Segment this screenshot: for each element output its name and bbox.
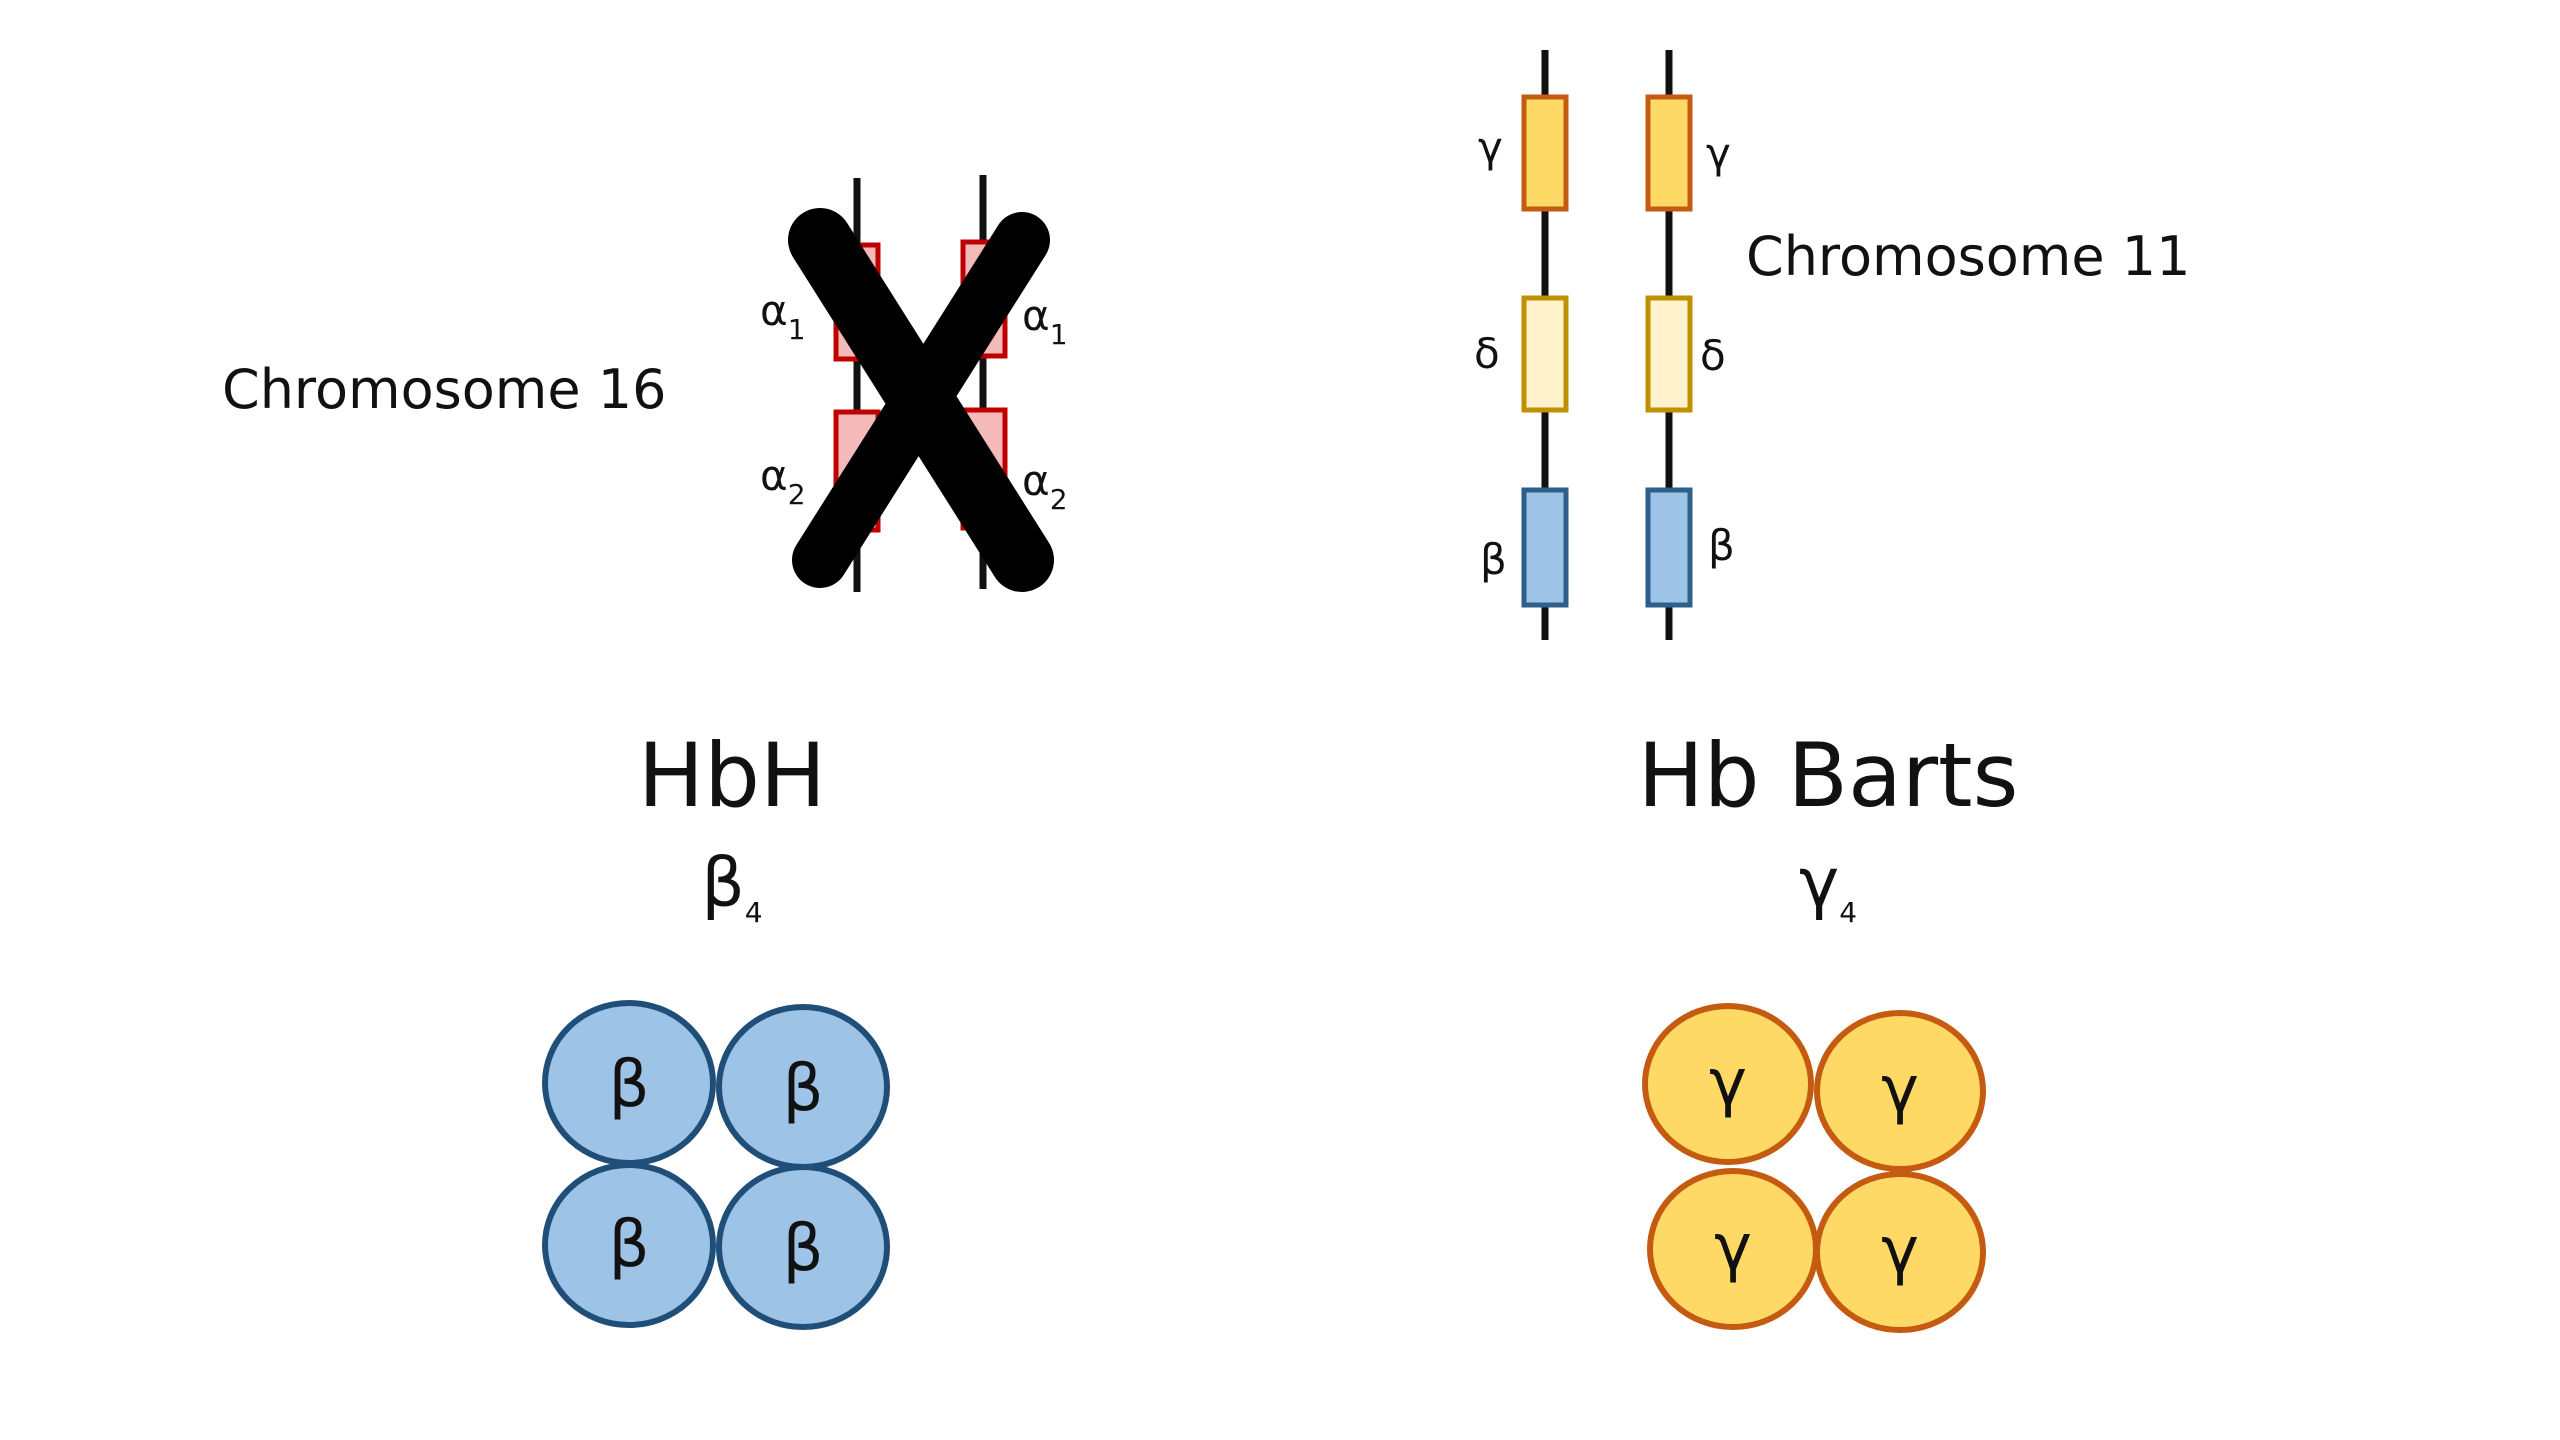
gamma-gene-right: [1645, 94, 1693, 212]
beta-gene-right: [1645, 487, 1693, 608]
gamma-subunit-label: γ: [1714, 1211, 1752, 1285]
delta-gene-left: [1521, 295, 1569, 413]
alpha1-label-right: α1: [1022, 291, 1068, 351]
gamma-gene-left: [1521, 94, 1569, 212]
gamma-subunit-circle: [1642, 1003, 1814, 1165]
beta-subunit-label: β: [783, 1052, 824, 1126]
delta-label-left: δ: [1474, 329, 1500, 378]
chromosome-11-label: Chromosome 11: [1746, 225, 2191, 288]
beta-subunit-circle: [716, 1164, 890, 1330]
alpha1-label-left: α1: [760, 286, 806, 346]
beta-gene-left: [1521, 487, 1569, 608]
beta-label-left: β: [1480, 535, 1507, 584]
gamma-label-right: γ: [1706, 129, 1731, 178]
hb-barts-title: Hb Barts: [1638, 724, 2019, 827]
beta-subunit-label: β: [783, 1212, 824, 1286]
hbh-group: HbH β4 β β β β: [542, 724, 890, 1330]
chromosome-11-group: γ δ β γ δ β Chromosome 11: [1474, 50, 2191, 640]
delta-gene-right: [1645, 295, 1693, 413]
hbh-formula: β4: [701, 844, 762, 929]
delta-label-right: δ: [1700, 331, 1726, 380]
gamma-subunit-label: γ: [1881, 1214, 1919, 1288]
beta-subunit-label: β: [609, 1048, 650, 1122]
chromosome-16-label: Chromosome 16: [222, 358, 667, 421]
hb-barts-formula: γ4: [1799, 844, 1857, 929]
deletion-x-mark: [788, 208, 1054, 592]
beta-subunit-label: β: [609, 1208, 650, 1282]
gamma-subunit-label: γ: [1709, 1046, 1747, 1120]
gamma-label-left: γ: [1478, 123, 1503, 172]
alpha2-label-left: α2: [760, 451, 806, 511]
gamma-subunit-circle: [1814, 1010, 1986, 1172]
hbh-title: HbH: [638, 724, 826, 827]
gamma-subunit-label: γ: [1881, 1053, 1919, 1127]
beta-label-right: β: [1708, 521, 1735, 570]
alpha2-label-right: α2: [1022, 456, 1068, 516]
gamma-subunit-circle: [1814, 1171, 1986, 1333]
hb-barts-group: Hb Barts γ4 γ γ γ γ: [1638, 724, 2019, 1333]
chromosome-16-group: Chromosome 16 α1 α2 α1 α2: [222, 175, 1068, 592]
beta-subunit-circle: [542, 1162, 716, 1328]
